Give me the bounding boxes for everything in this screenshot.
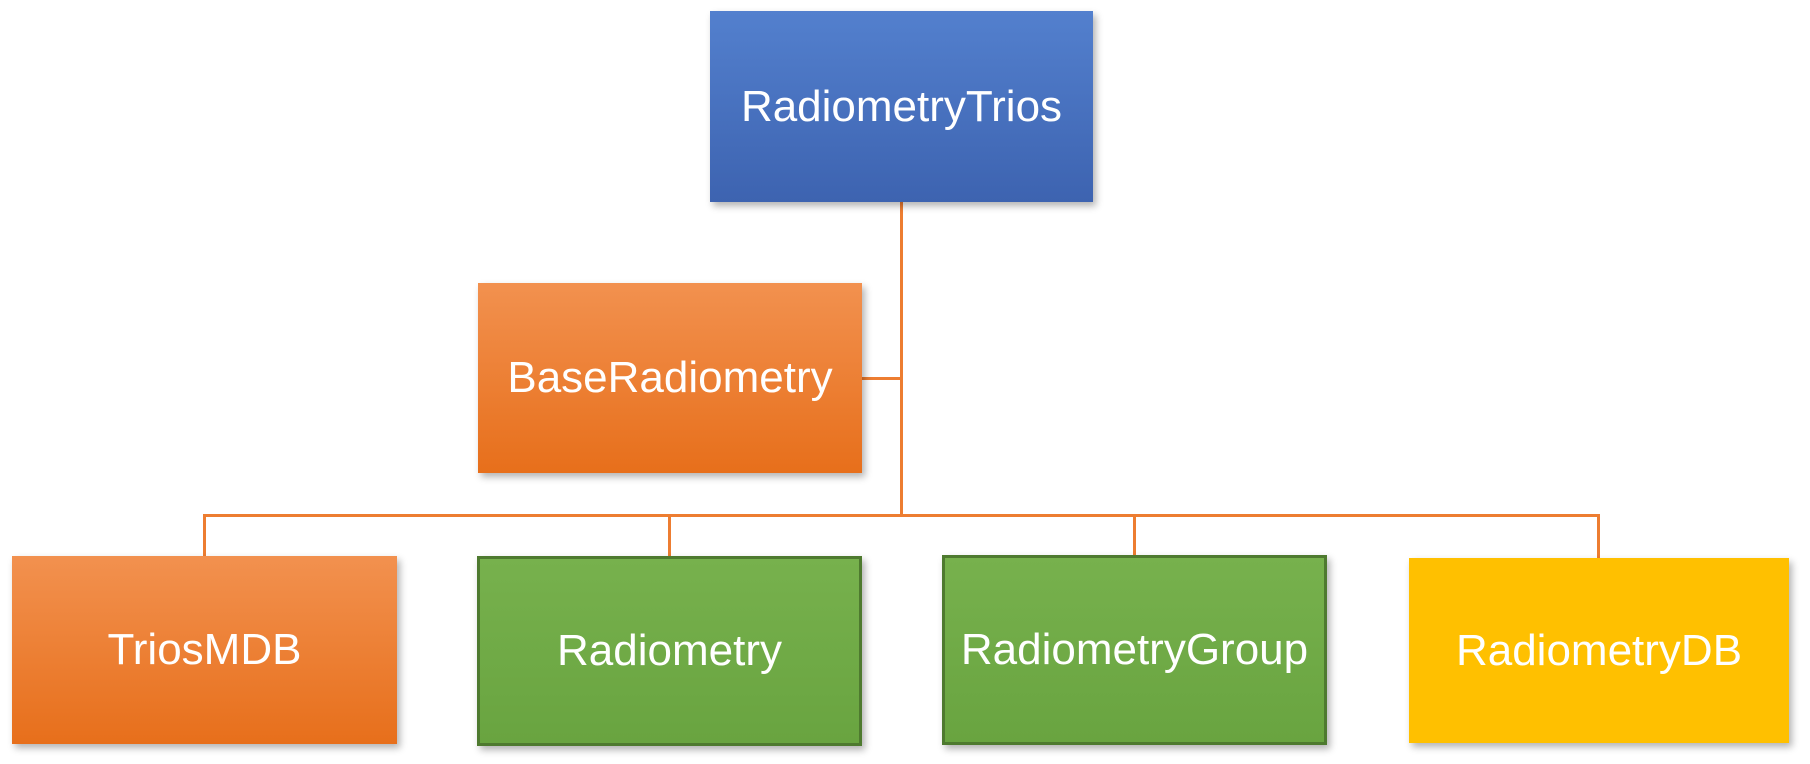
node-trios-mdb[interactable]: TriosMDB — [12, 556, 397, 744]
connector-distribution-horizontal — [203, 514, 1600, 517]
connector-drop-radiometry — [668, 514, 671, 558]
node-radiometry-group[interactable]: RadiometryGroup — [942, 555, 1327, 745]
connector-base-radiometry — [862, 377, 902, 380]
node-radiometry-db[interactable]: RadiometryDB — [1409, 558, 1789, 743]
node-radiometry-trios-label: RadiometryTrios — [740, 81, 1063, 131]
node-base-radiometry[interactable]: BaseRadiometry — [478, 283, 862, 473]
connector-drop-trios-mdb — [203, 514, 206, 558]
connector-drop-radiometry-db — [1597, 514, 1600, 560]
connector-trunk-vertical — [900, 202, 903, 516]
node-radiometry-trios[interactable]: RadiometryTrios — [710, 11, 1093, 202]
node-trios-mdb-label: TriosMDB — [107, 625, 302, 674]
node-radiometry[interactable]: Radiometry — [477, 556, 862, 746]
node-base-radiometry-label: BaseRadiometry — [507, 353, 833, 402]
connector-drop-radiometry-group — [1133, 514, 1136, 557]
node-radiometry-label: Radiometry — [557, 626, 782, 675]
node-radiometry-db-label: RadiometryDB — [1455, 625, 1743, 675]
node-radiometry-group-label: RadiometryGroup — [960, 625, 1309, 674]
